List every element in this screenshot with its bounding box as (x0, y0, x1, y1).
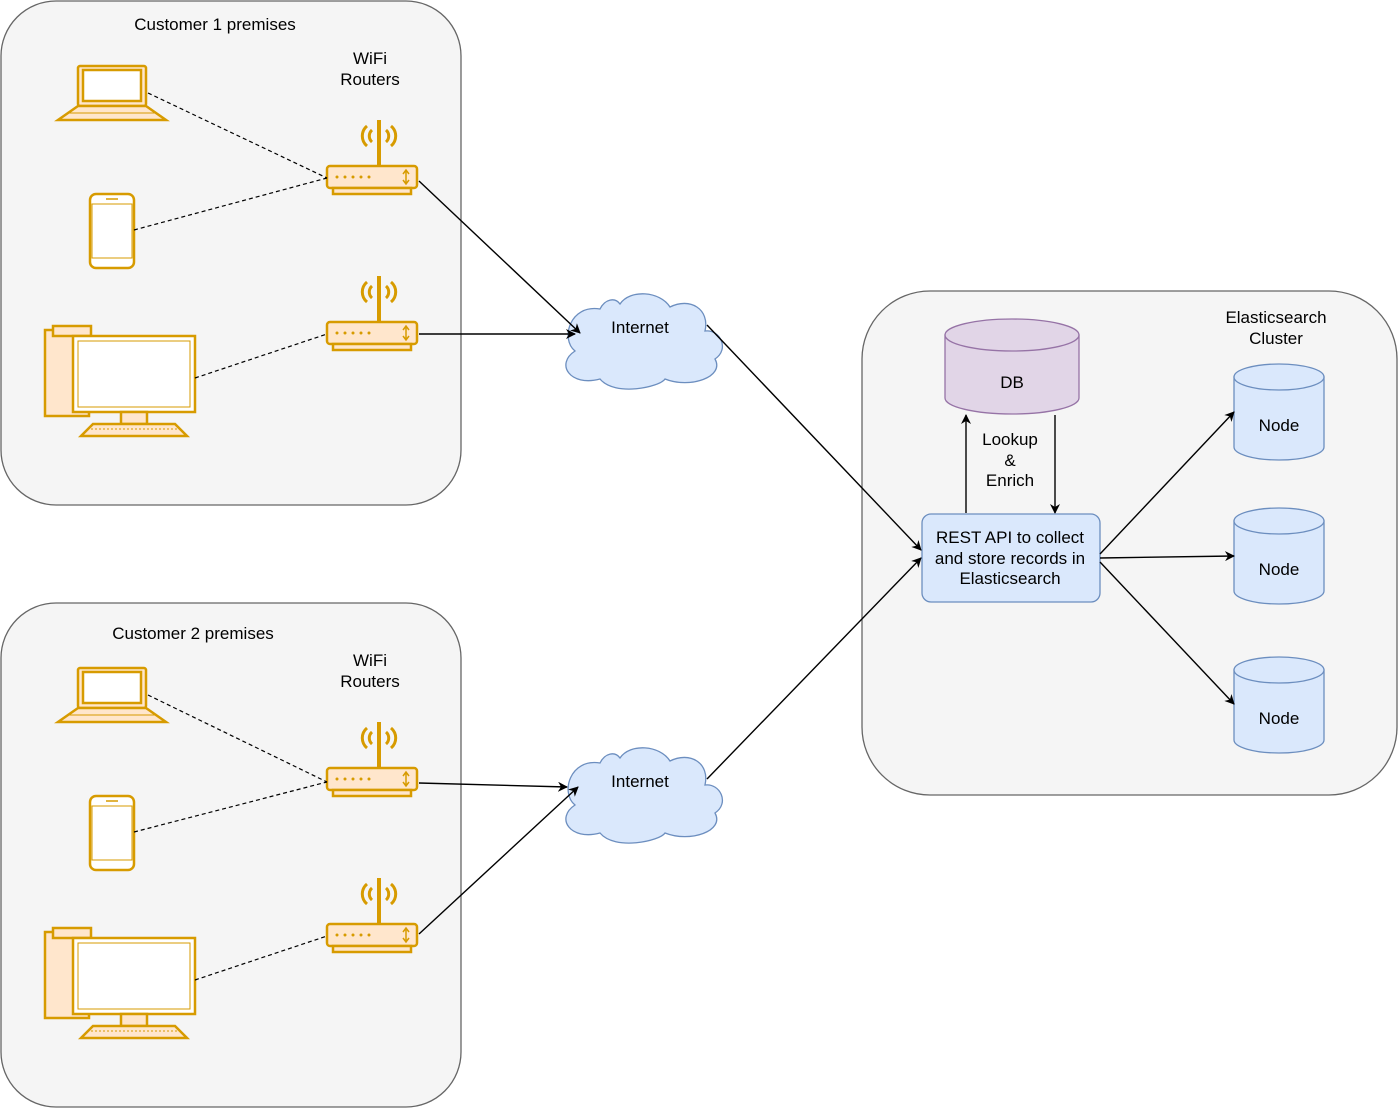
db-label: DB (1000, 373, 1024, 392)
node-label: Node (1259, 560, 1300, 579)
api-to-node-arrow (1099, 551, 1235, 562)
wireless-link (194, 935, 328, 981)
wireless-link (147, 92, 328, 179)
lookup-label-line1: Lookup (982, 430, 1038, 449)
cloud-icon (565, 747, 724, 844)
rest-api-label-line2: and store records in (935, 549, 1085, 568)
wireless-link (147, 694, 328, 783)
node-cylinder (1233, 507, 1325, 605)
wireless-link (194, 333, 328, 379)
cluster-title-line1: Elasticsearch (1225, 308, 1326, 327)
node-cylinder (1233, 363, 1325, 461)
node-label: Node (1259, 416, 1300, 435)
customer2-routers-label-line2: Routers (340, 672, 400, 691)
router-to-internet-arrow (418, 786, 579, 935)
api-to-node-arrow (1099, 411, 1235, 555)
cluster-title-line2: Cluster (1249, 329, 1303, 348)
customer2-title: Customer 2 premises (112, 624, 274, 643)
internet-to-api-arrow (706, 557, 922, 780)
customer1-routers-label-line2: Routers (340, 70, 400, 89)
node-label: Node (1259, 709, 1300, 728)
mobile-phone-icon (88, 192, 136, 270)
api-to-node-arrow (1099, 561, 1235, 705)
customer1-routers-label-line1: WiFi (353, 49, 387, 68)
wireless-link (133, 177, 328, 231)
internet-label-bottom: Internet (611, 772, 669, 791)
customer1-title: Customer 1 premises (134, 15, 296, 34)
wireless-link (133, 781, 328, 833)
internet-label-top: Internet (611, 318, 669, 337)
mobile-phone-icon (88, 794, 136, 872)
node-cylinder (1233, 656, 1325, 754)
internet-to-api-arrow (706, 324, 922, 551)
lookup-label-line2: & (1004, 451, 1016, 470)
customer2-routers-label-line1: WiFi (353, 651, 387, 670)
lookup-label-line3: Enrich (986, 471, 1034, 490)
database-icon (944, 318, 1080, 415)
rest-api-label-line1: REST API to collect (936, 528, 1084, 547)
router-to-internet-arrow (418, 180, 581, 334)
rest-api-label-line3: Elasticsearch (959, 569, 1060, 588)
cloud-icon (565, 293, 724, 390)
router-to-internet-arrow (418, 781, 568, 792)
